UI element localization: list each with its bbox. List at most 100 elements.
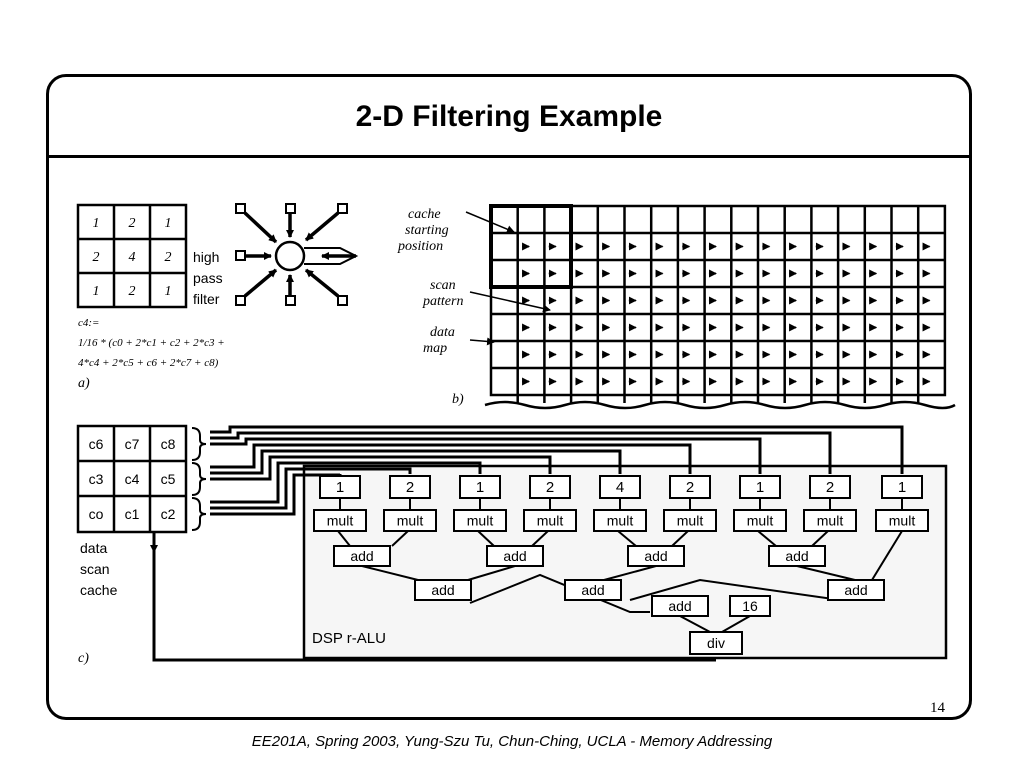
svg-text:add: add xyxy=(844,582,867,598)
data-bus xyxy=(210,425,904,516)
cache-cell-c3: c3 xyxy=(89,471,104,487)
cache-cell-c7: c7 xyxy=(125,436,140,452)
svg-text:mult: mult xyxy=(397,513,424,529)
svg-text:mult: mult xyxy=(537,513,564,529)
grid-torn-edge xyxy=(484,400,956,410)
scan-label-1: scan xyxy=(430,278,456,293)
mult-block: mult xyxy=(733,509,787,532)
svg-text:add: add xyxy=(668,598,691,614)
kernel-cell: 1 xyxy=(165,216,172,231)
data-label-2: map xyxy=(423,341,447,356)
svg-text:mult: mult xyxy=(677,513,704,529)
formula-line-3: 4*c4 + 2*c5 + c6 + 2*c7 + c8) xyxy=(78,357,219,369)
slide-number: 14 xyxy=(930,700,945,716)
kernel-cell: 2 xyxy=(129,284,136,299)
cache-cell-c6: c6 xyxy=(89,436,104,452)
mult-block: mult xyxy=(803,509,857,532)
coefficient-box: 1 xyxy=(881,475,923,499)
bus-line xyxy=(210,437,762,474)
svg-text:4: 4 xyxy=(616,479,624,496)
data-map-grid xyxy=(484,204,956,410)
svg-text:2: 2 xyxy=(546,479,554,496)
svg-text:16: 16 xyxy=(742,598,758,614)
coefficient-box: 2 xyxy=(669,475,711,499)
svg-text:1: 1 xyxy=(476,479,484,496)
kernel-cell: 2 xyxy=(129,216,136,231)
svg-text:add: add xyxy=(350,548,373,564)
filter-label-pass: pass xyxy=(193,270,223,286)
svg-text:1: 1 xyxy=(898,479,906,496)
bus-line xyxy=(210,455,552,481)
row-braces xyxy=(191,427,207,531)
add-block: add xyxy=(768,545,826,567)
coefficient-box: 1 xyxy=(739,475,781,499)
cache-label-cache: cache xyxy=(80,582,118,598)
panel-b-label: b) xyxy=(452,392,464,407)
bus-line xyxy=(210,431,832,474)
bus-line xyxy=(210,461,482,504)
coefficient-box: 2 xyxy=(809,475,851,499)
grid-border xyxy=(489,204,947,397)
kernel-cell: 1 xyxy=(165,284,172,299)
svg-text:div: div xyxy=(707,635,725,651)
scan-label-2: pattern xyxy=(422,294,463,309)
mult-block: mult xyxy=(313,509,367,532)
svg-text:2: 2 xyxy=(406,479,414,496)
formula-line-2: 1/16 * (c0 + 2*c1 + c2 + 2*c3 + xyxy=(78,337,225,349)
svg-text:mult: mult xyxy=(747,513,774,529)
kernel-cell: 2 xyxy=(165,250,172,265)
mult-block: mult xyxy=(593,509,647,532)
dsp-alu-label: DSP r-ALU xyxy=(312,630,386,647)
adder-tree-wiring xyxy=(337,530,903,633)
filter-label-filter: filter xyxy=(193,291,220,307)
svg-text:mult: mult xyxy=(607,513,634,529)
cache-cell-c5: c5 xyxy=(161,471,176,487)
formula-line-1: c4:= xyxy=(78,317,99,329)
coefficient-box: 1 xyxy=(319,475,361,499)
svg-text:2: 2 xyxy=(686,479,694,496)
feedback-path xyxy=(152,532,716,662)
div-block: div xyxy=(689,631,743,655)
panel-c-label: c) xyxy=(78,651,89,666)
panel-a-label: a) xyxy=(78,376,90,391)
cache-cell-c2: c2 xyxy=(161,506,176,522)
mult-block: mult xyxy=(875,509,929,532)
svg-text:1: 1 xyxy=(336,479,344,496)
panel-b: cache starting position scan pattern dat… xyxy=(397,204,956,410)
kernel-cell: 1 xyxy=(93,284,100,299)
kernel-cell: 2 xyxy=(93,250,100,265)
mult-block: mult xyxy=(523,509,577,532)
mult-block: mult xyxy=(663,509,717,532)
coefficient-box: 1 xyxy=(459,475,501,499)
coefficient-box: 4 xyxy=(599,475,641,499)
add-block: add xyxy=(333,545,391,567)
svg-text:mult: mult xyxy=(327,513,354,529)
svg-text:1: 1 xyxy=(756,479,764,496)
divisor-box: 16 xyxy=(729,595,771,617)
svg-text:add: add xyxy=(644,548,667,564)
svg-text:mult: mult xyxy=(889,513,916,529)
cache-cell-c1: c1 xyxy=(125,506,140,522)
kernel-cell: 1 xyxy=(93,216,100,231)
slide-title: 2-D Filtering Example xyxy=(355,100,663,133)
cache-cell-c8: c8 xyxy=(161,436,176,452)
svg-text:add: add xyxy=(581,582,604,598)
bus-line xyxy=(210,443,692,474)
cache-cell-co: co xyxy=(89,506,104,522)
svg-text:2: 2 xyxy=(826,479,834,496)
add-block: add xyxy=(486,545,544,567)
svg-text:mult: mult xyxy=(817,513,844,529)
mult-block: mult xyxy=(383,509,437,532)
add-block: add xyxy=(414,579,472,601)
mult-block: mult xyxy=(453,509,507,532)
slide-footer: EE201A, Spring 2003, Yung-Szu Tu, Chun-C… xyxy=(251,733,773,750)
cache-label-scan: scan xyxy=(80,561,110,577)
svg-text:add: add xyxy=(503,548,526,564)
cache-label-1: cache xyxy=(408,207,441,222)
title-rule xyxy=(48,155,970,158)
add-block: add xyxy=(827,579,885,601)
